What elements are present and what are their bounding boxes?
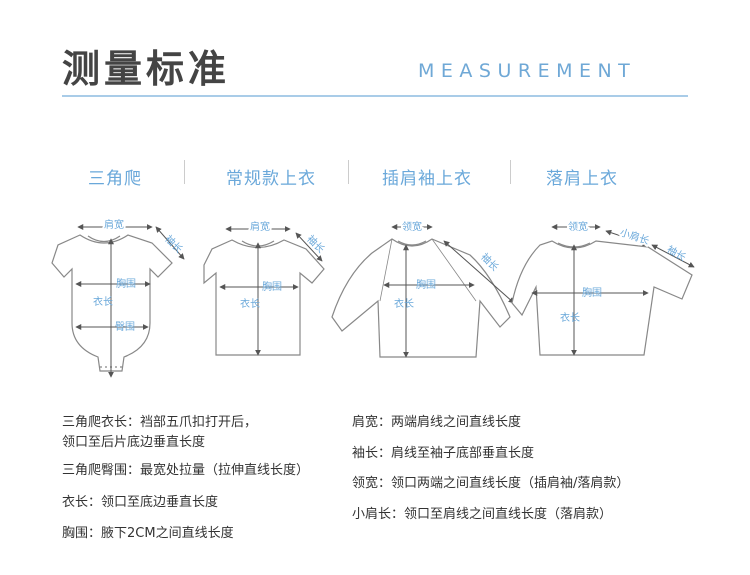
romper-length-label: 衣长 xyxy=(93,295,113,308)
category-regular-top: 常规款上衣 xyxy=(226,169,316,189)
dropped-length-label: 衣长 xyxy=(560,311,580,324)
dropped-chest-label: 胸围 xyxy=(582,286,602,299)
definition-romper-length: 三角爬衣长：裆部五爪扣打开后， 领口至后片底边垂直长度 xyxy=(62,415,258,450)
page-title: 测量标准 xyxy=(62,47,231,91)
definition-romper-hip: 三角爬臀围：最宽处拉量（拉伸直线长度） xyxy=(62,463,310,478)
category-separator xyxy=(184,160,185,184)
raglan-collar-label: 领宽 xyxy=(402,220,422,233)
romper-sleeve-label: 袖长 xyxy=(162,232,185,255)
regular-length-label: 衣长 xyxy=(240,297,260,310)
regular-chest-label: 胸围 xyxy=(262,280,282,293)
dropped-collar-label: 领宽 xyxy=(568,220,588,233)
page-subtitle: MEASUREMENT xyxy=(418,60,637,82)
raglan-chest-label: 胸围 xyxy=(416,278,436,291)
regular-shoulder-label: 肩宽 xyxy=(250,220,270,233)
category-romper: 三角爬 xyxy=(88,169,142,189)
definition-shoulder: 肩宽：两端肩线之间直线长度 xyxy=(352,415,522,430)
raglan-length-label: 衣长 xyxy=(394,297,414,310)
dropped-shoulder-top-diagram xyxy=(511,240,693,356)
category-dropped-shoulder-top: 落肩上衣 xyxy=(546,169,618,189)
definition-length: 衣长：领口至底边垂直长度 xyxy=(62,495,219,510)
romper-shoulder-label: 肩宽 xyxy=(104,218,124,231)
category-separator xyxy=(348,160,349,184)
definition-sleeve: 袖长：肩线至袖子底部垂直长度 xyxy=(352,446,535,461)
definition-small-shoulder: 小肩长：领口至肩线之间直线长度（落肩款） xyxy=(352,507,613,522)
category-separator xyxy=(510,160,511,184)
definition-chest: 胸围：腋下2CM之间直线长度 xyxy=(62,526,234,541)
category-raglan-top: 插肩袖上衣 xyxy=(382,169,472,189)
romper-chest-label: 胸围 xyxy=(116,277,136,290)
definition-collar: 领宽：领口两端之间直线长度（插肩袖/落肩款） xyxy=(352,476,630,491)
header-divider xyxy=(62,95,688,97)
romper-hip-label: 臀围 xyxy=(115,321,135,333)
garment-diagrams: 肩宽 袖长 胸围 衣长 臀围 肩宽 袖长 胸围 衣长 领宽 袖长 胸围 衣长 xyxy=(51,216,695,378)
regular-top-diagram xyxy=(203,239,325,356)
